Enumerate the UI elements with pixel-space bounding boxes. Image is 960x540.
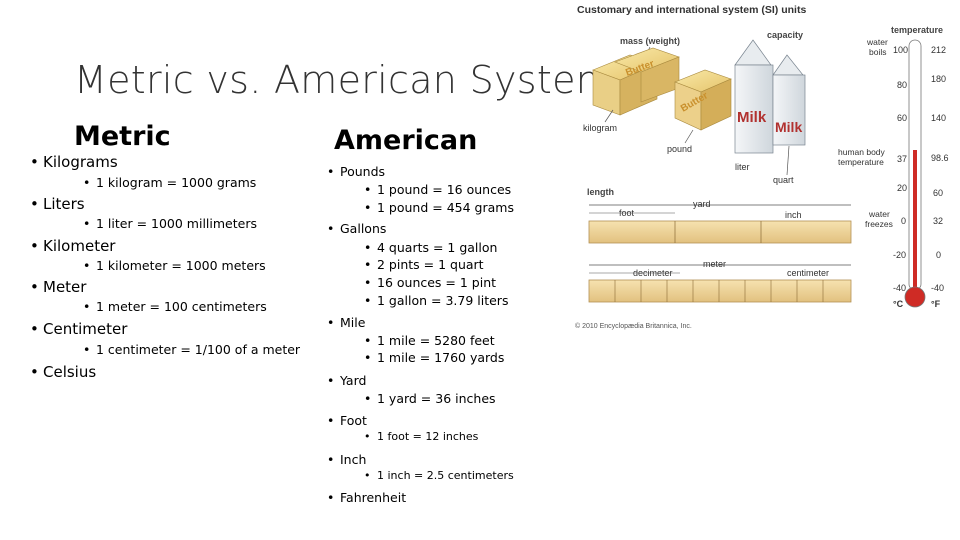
- american-sub-pound-ounces: 1 pound = 16 ounces: [364, 182, 511, 197]
- svg-text:centimeter: centimeter: [787, 268, 829, 278]
- quart-label: quart: [773, 175, 794, 185]
- american-sub-pound-grams: 1 pound = 454 grams: [364, 200, 514, 215]
- american-sub-gallon-liters: 1 gallon = 3.79 liters: [364, 293, 508, 308]
- svg-text:yard: yard: [693, 199, 711, 209]
- svg-text:98.6: 98.6: [931, 153, 949, 163]
- pound-label: pound: [667, 144, 692, 154]
- svg-text:-40: -40: [931, 283, 944, 293]
- svg-text:meter: meter: [703, 259, 726, 269]
- metric-item-kilograms: Kilograms: [30, 153, 118, 171]
- svg-text:boils: boils: [869, 47, 886, 57]
- svg-text:20: 20: [897, 183, 907, 193]
- svg-text:140: 140: [931, 113, 946, 123]
- capacity-label: capacity: [767, 30, 803, 40]
- figure-title: Customary and international system (SI) …: [577, 4, 806, 16]
- slide-title: Metric vs. American System: [74, 58, 614, 102]
- copyright-note: © 2010 Encyclopædia Britannica, Inc.: [575, 322, 692, 330]
- svg-text:80: 80: [897, 80, 907, 90]
- milk-cartons: Milk Milk: [734, 39, 806, 154]
- american-item-pounds: Pounds: [327, 164, 385, 179]
- svg-text:inch: inch: [785, 210, 802, 220]
- american-heading: American: [334, 125, 478, 156]
- metric-sub-liter: 1 liter = 1000 millimeters: [83, 216, 257, 231]
- temperature-annotations: water boils human body temperature water…: [838, 37, 893, 229]
- svg-text:60: 60: [933, 188, 943, 198]
- svg-text:°F: °F: [931, 299, 941, 309]
- meter-ruler: meter decimeter centimeter: [588, 259, 852, 303]
- svg-text:human body: human body: [838, 147, 886, 157]
- metric-item-liters: Liters: [30, 195, 85, 213]
- svg-text:180: 180: [931, 74, 946, 84]
- svg-text:37: 37: [897, 154, 907, 164]
- metric-sub-meter: 1 meter = 100 centimeters: [83, 299, 267, 314]
- thermometer: [904, 39, 926, 308]
- svg-text:-40: -40: [893, 283, 906, 293]
- american-item-gallons: Gallons: [327, 221, 386, 236]
- svg-text:32: 32: [933, 216, 943, 226]
- units-figure: Customary and international system (SI) …: [575, 0, 955, 340]
- svg-text:Milk: Milk: [775, 119, 802, 135]
- svg-text:°C: °C: [893, 299, 904, 309]
- american-item-fahrenheit: Fahrenheit: [327, 490, 406, 505]
- liter-label: liter: [735, 162, 750, 172]
- american-item-inch: Inch: [327, 452, 366, 467]
- yard-ruler: yard foot inch: [588, 199, 852, 244]
- metric-item-celsius: Celsius: [30, 363, 96, 381]
- metric-sub-centimeter: 1 centimeter = 1/100 of a meter: [83, 342, 300, 357]
- fahrenheit-scale: 212 180 140 98.6 60 32 0 -40 °F: [931, 45, 949, 309]
- mass-label: mass (weight): [620, 36, 680, 46]
- svg-text:0: 0: [936, 250, 941, 260]
- kilogram-label: kilogram: [583, 123, 617, 133]
- american-item-mile: Mile: [327, 315, 365, 330]
- metric-sub-kilogram: 1 kilogram = 1000 grams: [83, 175, 256, 190]
- temperature-label: temperature: [891, 25, 943, 35]
- svg-text:water: water: [868, 209, 890, 219]
- american-item-yard: Yard: [327, 373, 366, 388]
- american-item-foot: Foot: [327, 413, 367, 428]
- metric-item-kilometer: Kilometer: [30, 237, 115, 255]
- svg-text:0: 0: [901, 216, 906, 226]
- american-sub-mile-feet: 1 mile = 5280 feet: [364, 333, 495, 348]
- metric-item-meter: Meter: [30, 278, 86, 296]
- metric-sub-kilometer: 1 kilometer = 1000 meters: [83, 258, 266, 273]
- svg-text:100: 100: [893, 45, 908, 55]
- svg-text:60: 60: [897, 113, 907, 123]
- american-sub-yard-inches: 1 yard = 36 inches: [364, 391, 496, 406]
- svg-text:freezes: freezes: [865, 219, 893, 229]
- length-label: length: [587, 187, 614, 197]
- svg-text:-20: -20: [893, 250, 906, 260]
- american-sub-mile-yards: 1 mile = 1760 yards: [364, 350, 504, 365]
- metric-heading: Metric: [74, 121, 171, 152]
- american-sub-ounces-pint: 16 ounces = 1 pint: [364, 275, 496, 290]
- american-sub-foot-inches: 1 foot = 12 inches: [364, 430, 478, 443]
- american-sub-quarts: 4 quarts = 1 gallon: [364, 240, 497, 255]
- svg-text:water: water: [866, 37, 888, 47]
- metric-item-centimeter: Centimeter: [30, 320, 127, 338]
- svg-text:212: 212: [931, 45, 946, 55]
- units-figure-svg: Customary and international system (SI) …: [575, 4, 949, 330]
- celsius-scale: 100 80 60 37 20 0 -20 -40 °C: [893, 45, 908, 309]
- svg-text:Milk: Milk: [737, 109, 767, 126]
- butter-packages: Butter Butter: [592, 47, 732, 131]
- american-sub-inch-cm: 1 inch = 2.5 centimeters: [364, 469, 514, 482]
- svg-text:temperature: temperature: [838, 157, 884, 167]
- american-sub-pints: 2 pints = 1 quart: [364, 257, 484, 272]
